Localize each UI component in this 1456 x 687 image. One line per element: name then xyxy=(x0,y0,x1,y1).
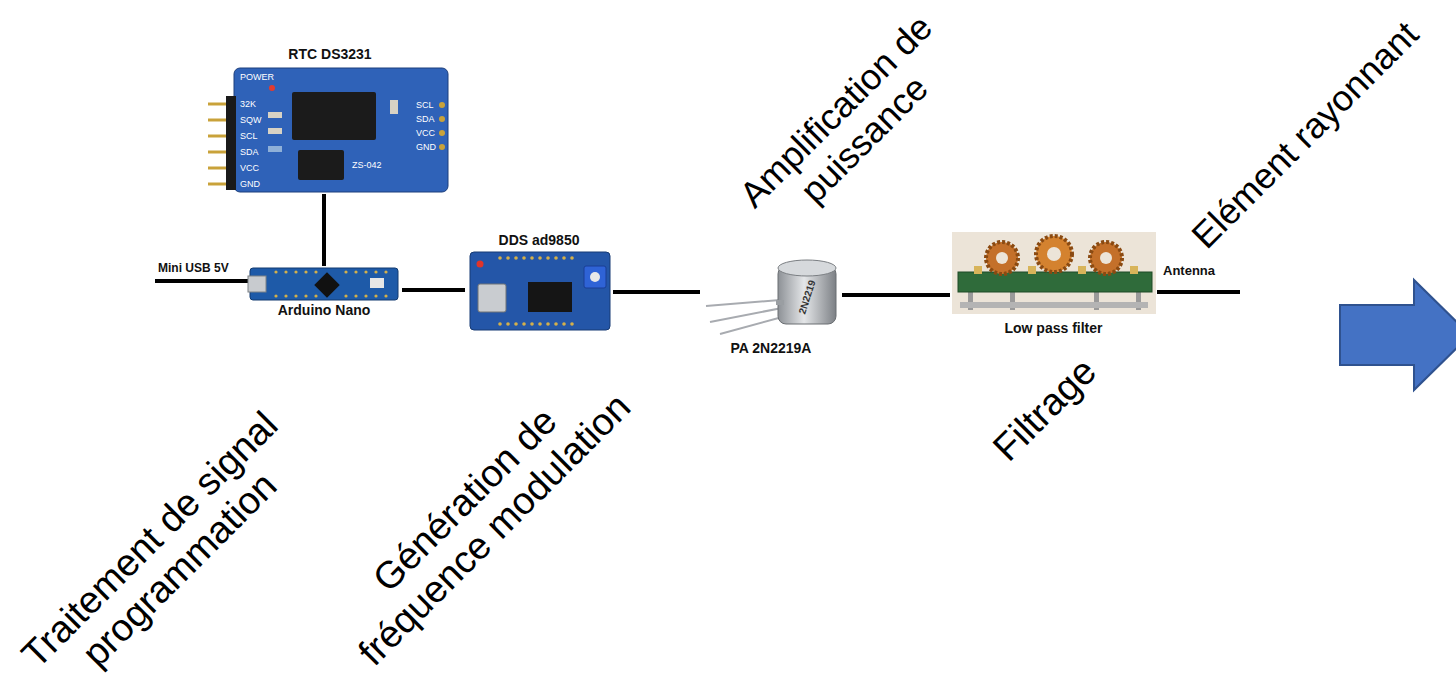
pcb xyxy=(958,272,1152,292)
signal-wire xyxy=(402,288,465,292)
toroid xyxy=(1036,236,1072,272)
signal-wire xyxy=(842,293,950,297)
capacitor xyxy=(1130,266,1138,274)
dds-module: DDS ad9850 xyxy=(465,232,613,332)
capacitor xyxy=(390,100,398,114)
board-marking: POWER xyxy=(240,72,274,82)
signal-wire xyxy=(322,194,326,266)
pin-name: 32K xyxy=(240,99,256,109)
transistor-picture xyxy=(706,260,836,334)
connector-label: Antenna xyxy=(1163,263,1215,278)
signal-wire xyxy=(613,290,700,294)
pin-name: SCL xyxy=(416,100,434,110)
module-name: DDS ad9850 xyxy=(499,232,580,248)
antenna-wire xyxy=(1157,290,1240,294)
stage-label: Filtrage xyxy=(960,325,1131,496)
usb-wire xyxy=(155,279,250,283)
base-plate xyxy=(960,302,1148,308)
photo-ground xyxy=(952,232,1156,314)
low-pass-filter-picture xyxy=(952,232,1156,314)
stage-label: Elément rayonnant xyxy=(1171,1,1439,269)
pin-name: VCC xyxy=(416,128,435,138)
can-top xyxy=(778,260,836,276)
pin-name: SCL xyxy=(240,131,258,141)
stage-label: Traitement de signal programmation xyxy=(8,398,322,687)
resistor xyxy=(268,128,282,134)
led xyxy=(477,261,484,268)
filter-module: Low pass filter xyxy=(950,228,1157,336)
connector-label: Mini USB 5V xyxy=(158,261,229,275)
toroid xyxy=(986,242,1018,274)
arduino-module: Arduino Nano xyxy=(246,266,402,318)
pcb xyxy=(234,68,448,192)
resistor xyxy=(268,146,282,152)
toroid-hole xyxy=(1047,247,1061,261)
block-arrow xyxy=(1340,280,1456,390)
dds-module-picture xyxy=(470,252,610,330)
power-amplifier: PA 2N2219A xyxy=(700,258,842,356)
toroid-hole xyxy=(1100,252,1112,264)
reset-button xyxy=(370,278,384,288)
pcb xyxy=(250,268,398,300)
module-name: Arduino Nano xyxy=(278,302,371,318)
pin-name: SDA xyxy=(416,114,435,124)
pcb xyxy=(470,252,610,330)
can-tab xyxy=(776,300,784,305)
arduino-nano-picture xyxy=(248,268,398,300)
transistor-leads xyxy=(706,300,786,334)
stage-label: Génération de fréquence modulation xyxy=(313,348,648,683)
capacitor xyxy=(1028,266,1036,274)
trimmer xyxy=(584,266,606,288)
pin-name: SQW xyxy=(240,115,262,125)
module-name: Low pass filter xyxy=(1004,320,1102,336)
stage-label: Amplification de puissance xyxy=(719,0,980,256)
rtc-chip xyxy=(292,92,376,140)
pin-name: SDA xyxy=(240,147,259,157)
toroid xyxy=(1090,242,1122,274)
module-name: PA 2N2219A xyxy=(731,340,812,356)
trimmer-screw xyxy=(590,272,600,282)
module-name: RTC DS3231 xyxy=(288,46,371,62)
mcu-chip xyxy=(314,272,339,297)
power-led xyxy=(269,85,275,91)
usb-connector xyxy=(248,276,266,292)
eeprom-chip xyxy=(298,150,344,180)
board-marking: ZS-042 xyxy=(352,160,382,170)
capacitor xyxy=(974,266,982,274)
pin-name: GND xyxy=(416,142,436,152)
capacitor xyxy=(1078,266,1086,274)
header-pads xyxy=(274,270,387,297)
toroid-hole xyxy=(996,252,1008,264)
dds-chip xyxy=(528,282,572,312)
oscillator xyxy=(478,284,506,312)
header-pads xyxy=(498,256,574,326)
rtc-module-picture xyxy=(208,68,448,192)
pin-name: VCC xyxy=(240,163,259,173)
resistor xyxy=(268,112,282,118)
pin-name: GND xyxy=(240,179,260,189)
side-holes xyxy=(439,102,445,150)
header-block xyxy=(226,96,236,190)
